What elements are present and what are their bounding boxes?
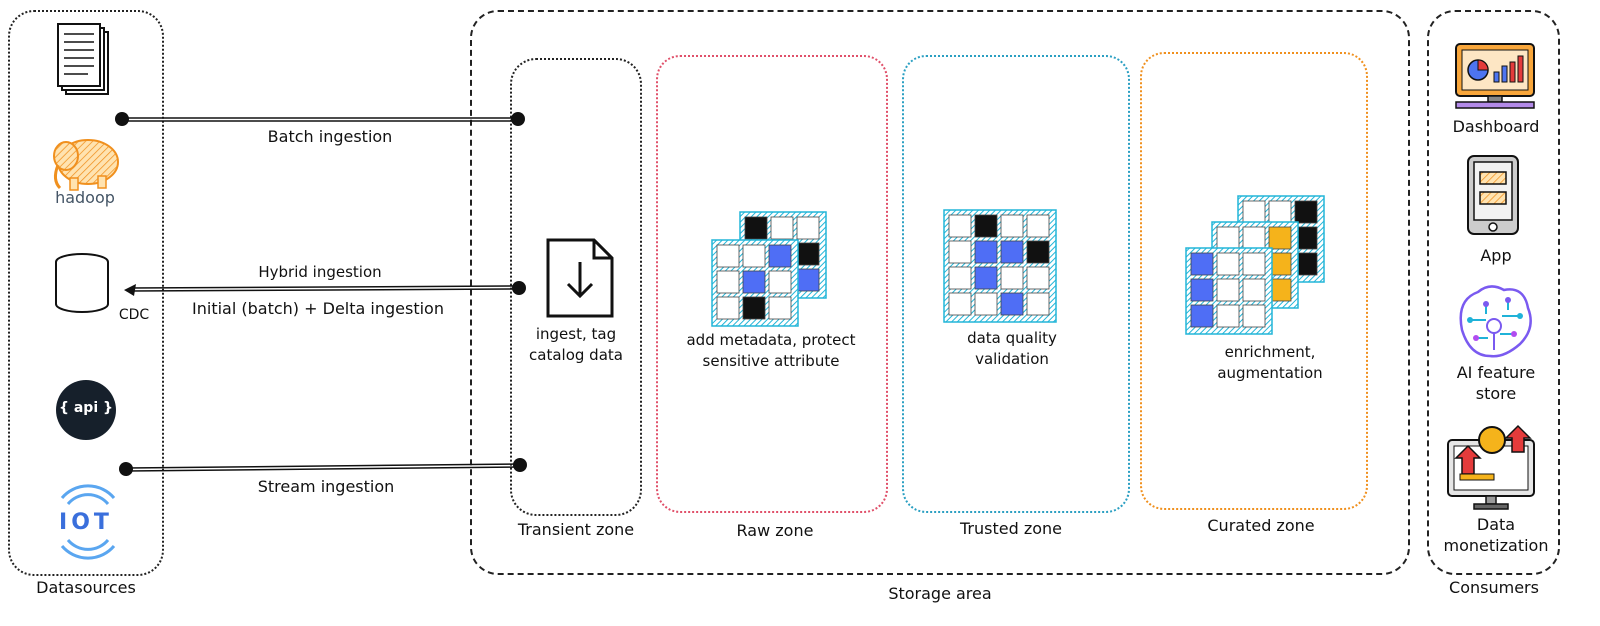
raw-grid-front-cell [716, 244, 740, 268]
curated-grid-front-cell [1242, 278, 1266, 302]
curated-grid-front-cell [1242, 252, 1266, 276]
api-label: { api } [59, 400, 113, 416]
curated-grid-front-cell [1190, 304, 1214, 328]
curated-grid-front-cell [1216, 278, 1240, 302]
datasources-title: Datasources [36, 578, 136, 597]
trusted-grid-cell [1000, 240, 1024, 264]
trusted-grid-cell [1000, 266, 1024, 290]
raw-zone-name: Raw zone [736, 521, 814, 540]
raw-grid-front-cell [768, 296, 792, 320]
raw-grid-front-cell [716, 296, 740, 320]
transient-zone-desc: ingest, tag catalog data [529, 325, 623, 364]
api-icon [56, 380, 116, 440]
iot-label: IOT [59, 510, 113, 535]
trusted-grid-cell [1026, 266, 1050, 290]
raw-grid-back-cell [744, 216, 768, 240]
app-phone-icon [1467, 155, 1519, 235]
trusted-zone-box [902, 55, 1130, 513]
raw-grid-front-cell [742, 296, 766, 320]
trusted-grid-cell [974, 214, 998, 238]
ai-brain-icon [1459, 285, 1532, 358]
curated-grid-front-cell [1190, 252, 1214, 276]
trusted-grid [943, 209, 1057, 323]
curated-zone-desc: enrichment, augmentation [1217, 343, 1323, 382]
raw-grid-front-cell [768, 270, 792, 294]
curated-grid-mid-cell [1242, 226, 1266, 250]
raw-grid-back-cell [796, 242, 820, 266]
curated-grid-mid-cell [1268, 226, 1292, 250]
download-file-icon [546, 238, 614, 318]
raw-grid-front-cell [716, 270, 740, 294]
trusted-zone-name: Trusted zone [959, 519, 1062, 538]
hadoop-label: hadoop [55, 188, 115, 207]
consumer-monetization-label: Data monetization [1443, 515, 1549, 555]
trusted-zone-desc: data quality validation [967, 329, 1057, 368]
raw-grid-back-cell [770, 216, 794, 240]
cdc-label: CDC [118, 307, 150, 323]
documents-icon [57, 23, 109, 95]
transient-zone-name: Transient zone [517, 520, 635, 539]
hadoop-elephant-icon [53, 139, 119, 191]
raw-grid-back-cell [796, 268, 820, 292]
hybrid-connector [124, 281, 526, 296]
curated-grid-mid-cell [1216, 226, 1240, 250]
curated-grid-back-cell [1294, 200, 1318, 224]
raw-grid-front-cell [742, 244, 766, 268]
data-monetization-icon [1447, 424, 1535, 510]
batch-ingestion-label: Batch ingestion [267, 127, 393, 146]
stream-ingestion-label: Stream ingestion [257, 477, 395, 496]
curated-grid-back-cell [1268, 200, 1292, 224]
consumers-title: Consumers [1449, 578, 1539, 597]
raw-grid-front [711, 239, 799, 327]
consumers-panel [1427, 10, 1560, 575]
hybrid-ingestion-label: Hybrid ingestion [258, 263, 382, 281]
trusted-grid-cell [1000, 292, 1024, 316]
raw-grid-back-cell [796, 216, 820, 240]
consumer-app-label: App [1480, 246, 1512, 265]
consumer-dashboard-label: Dashboard [1452, 117, 1540, 136]
hybrid-detail-label: Initial (batch) + Delta ingestion [192, 299, 444, 318]
trusted-grid-cell [948, 214, 972, 238]
trusted-grid-cell [948, 240, 972, 264]
trusted-grid-cell [948, 266, 972, 290]
curated-zone-box [1140, 52, 1368, 510]
transient-zone-box [510, 58, 642, 516]
batch-connector [115, 112, 525, 126]
curated-grid-front-cell [1190, 278, 1214, 302]
stream-connector [119, 458, 527, 476]
trusted-grid-cell [974, 240, 998, 264]
curated-grid-front-cell [1216, 252, 1240, 276]
trusted-grid-cell [1000, 214, 1024, 238]
raw-grid-front-cell [742, 270, 766, 294]
iot-icon [60, 484, 116, 560]
data-grids [711, 195, 1325, 335]
trusted-grid-cell [948, 292, 972, 316]
database-icon [55, 253, 109, 313]
trusted-grid-cell [1026, 214, 1050, 238]
trusted-grid-cell [974, 292, 998, 316]
curated-zone-name: Curated zone [1207, 516, 1315, 535]
curated-grid-back-cell [1242, 200, 1266, 224]
curated-grid-front-cell [1242, 304, 1266, 328]
raw-zone-box [656, 55, 888, 513]
curated-grid-front-cell [1216, 304, 1240, 328]
dashboard-icon [1455, 43, 1535, 109]
storage-area-panel [470, 10, 1410, 575]
datasources-panel [8, 10, 164, 576]
raw-zone-desc: add metadata, protect sensitive attribut… [686, 331, 856, 370]
trusted-grid-cell [1026, 292, 1050, 316]
consumer-ai-label: AI feature store [1456, 363, 1536, 403]
trusted-grid-cell [1026, 240, 1050, 264]
curated-grid-front [1185, 247, 1273, 335]
storage-area-title: Storage area [888, 584, 992, 603]
trusted-grid-cell [974, 266, 998, 290]
raw-grid-front-cell [768, 244, 792, 268]
